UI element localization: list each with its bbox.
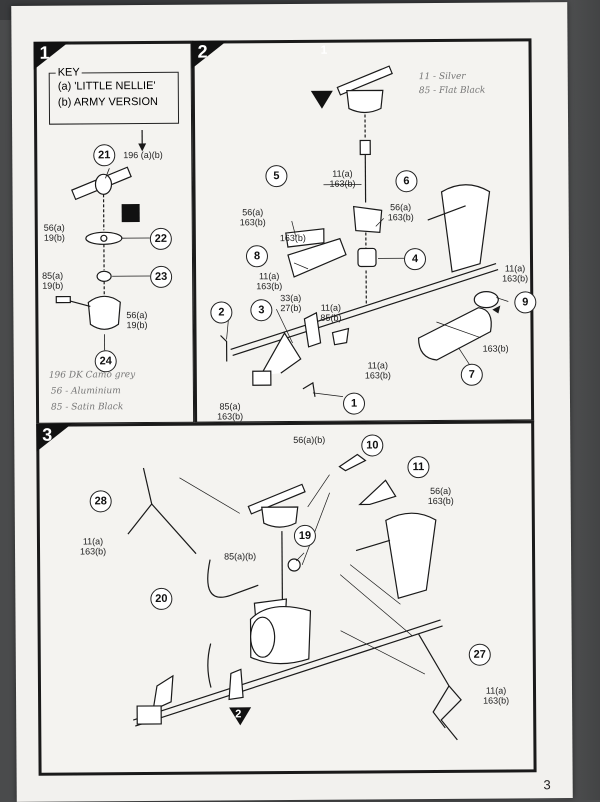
ref-step-2-number: 2 [235, 709, 241, 719]
paint-ref-11-part27: 11(a) 163(b) [483, 685, 509, 705]
callout-27: 27 [469, 644, 491, 666]
handwritten-note-2: 56 - Aluminium [51, 386, 121, 396]
paint-ref-11-part8: 11(a) 163(b) [256, 271, 282, 291]
paint-ref-11-part9: 11(a) 163(b) [502, 263, 528, 283]
handwritten-silver: 11 - Silver [419, 72, 466, 82]
callout-1: 1 [343, 392, 365, 414]
callout-7: 7 [461, 364, 483, 386]
paint-ref-85-bottom: 85(a) 163(b) [217, 401, 243, 421]
step-3-panel: 3 [36, 420, 536, 775]
paint-ref-85: 85(a) 19(b) [42, 271, 63, 291]
callout-2: 2 [210, 301, 232, 323]
callout-20: 20 [150, 588, 172, 610]
callout-28: 28 [90, 490, 112, 512]
paint-ref-163-part7: 163(b) [483, 343, 509, 353]
callout-19: 19 [294, 525, 316, 547]
paint-ref-56-part11: 56(a) 163(b) [428, 486, 454, 506]
handwritten-flat-black: 85 - Flat Black [419, 86, 486, 96]
paint-ref-11-part28: 11(a) 163(b) [80, 536, 106, 556]
paint-ref-56ab: 56(a)(b) [293, 435, 325, 445]
paint-ref-196: 196 (a)(b) [123, 150, 163, 160]
callout-8: 8 [246, 245, 268, 267]
callout-3: 3 [250, 299, 272, 321]
paint-ref-56-part6: 56(a) 163(b) [388, 202, 414, 222]
instruction-sheet: 1 KEY (a) 'LITTLE NELLIE' (b) ARMY VERSI… [11, 2, 573, 802]
callout-23: 23 [150, 266, 172, 288]
callout-6: 6 [395, 170, 417, 192]
paint-ref-163-part8: 163(b) [280, 233, 306, 243]
callout-22: 22 [150, 228, 172, 250]
handwritten-note-1: 196 DK Camo grey [49, 370, 135, 381]
page-number: 3 [543, 777, 550, 792]
paint-ref-56-part5: 56(a) 163(b) [240, 207, 266, 227]
handwritten-note-3: 85 - Satin Black [51, 402, 123, 413]
callout-4: 4 [404, 248, 426, 270]
paint-ref-85ab: 85(a)(b) [224, 551, 256, 561]
step-2-panel: 2 [191, 38, 534, 424]
step-3-drawing [39, 423, 539, 778]
paint-ref-11-bottom: 11(a) 163(b) [365, 360, 391, 380]
paint-ref-11-part6: 11(a) 163(b) [329, 169, 355, 189]
paint-ref-56-upper: 56(a) 19(b) [44, 223, 65, 243]
callout-24: 24 [95, 350, 117, 372]
callout-9: 9 [514, 291, 536, 313]
callout-10: 10 [361, 434, 383, 456]
callout-11: 11 [407, 456, 429, 478]
step-1-panel: 1 KEY (a) 'LITTLE NELLIE' (b) ARMY VERSI… [33, 41, 196, 426]
ref-step-1: 1 [321, 45, 328, 55]
callout-5: 5 [265, 165, 287, 187]
paint-ref-33: 33(a) 27(b) [280, 293, 301, 313]
callout-21: 21 [93, 144, 115, 166]
paint-ref-11-85: 11(a) 85(b) [320, 303, 341, 323]
paint-ref-56-lower: 56(a) 19(b) [126, 310, 147, 330]
